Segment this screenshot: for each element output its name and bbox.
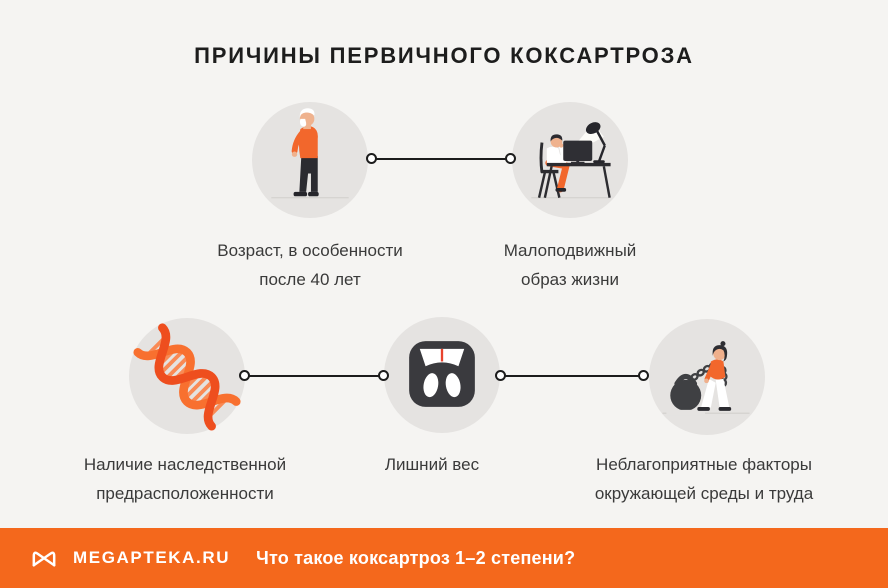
connector-ring-icon: [378, 370, 389, 381]
brand-name: MEGAPTEKA.RU: [73, 548, 231, 567]
cause-circle-age: [252, 102, 368, 218]
elderly-man-icon: [271, 108, 349, 199]
connector-line-bottom-left: [239, 370, 389, 381]
cause-circle-sedentary: [512, 102, 628, 218]
connector-ring-icon: [505, 153, 516, 164]
kettlebell-burden-icon: [662, 341, 750, 416]
cause-label-environment: Неблагоприятные факторы окружающей среды…: [594, 455, 814, 503]
megapteka-logo-icon: [32, 551, 56, 567]
connector-ring-icon: [366, 153, 377, 164]
sedentary-desk-work-icon: [531, 122, 611, 199]
connector-ring-icon: [638, 370, 649, 381]
dna-icon: [133, 323, 241, 431]
cause-label-age: Возраст, в особенности после 40 лет: [217, 241, 403, 289]
cause-label-sedentary: Малоподвижный образ жизни: [503, 241, 637, 289]
footer-bar: MEGAPTEKA.RU Что такое коксартроз 1–2 ст…: [0, 528, 888, 588]
page-title: ПРИЧИНЫ ПЕРВИЧНОГО КОКСАРТРОЗА: [194, 43, 694, 68]
footer-question: Что такое коксартроз 1–2 степени?: [256, 547, 576, 568]
weight-scale-icon: [409, 341, 475, 407]
cause-label-heredity: Наличие наследственной предрасположеннос…: [83, 455, 287, 503]
cause-circle-environment: [649, 319, 765, 435]
cause-circle-heredity: [129, 318, 245, 434]
connector-ring-icon: [495, 370, 506, 381]
connector-line-bottom-right: [495, 370, 649, 381]
connector-line-top: [366, 153, 516, 164]
cause-label-overweight: Лишний вес: [384, 455, 480, 474]
connector-ring-icon: [239, 370, 250, 381]
cause-circle-overweight: [384, 317, 500, 433]
